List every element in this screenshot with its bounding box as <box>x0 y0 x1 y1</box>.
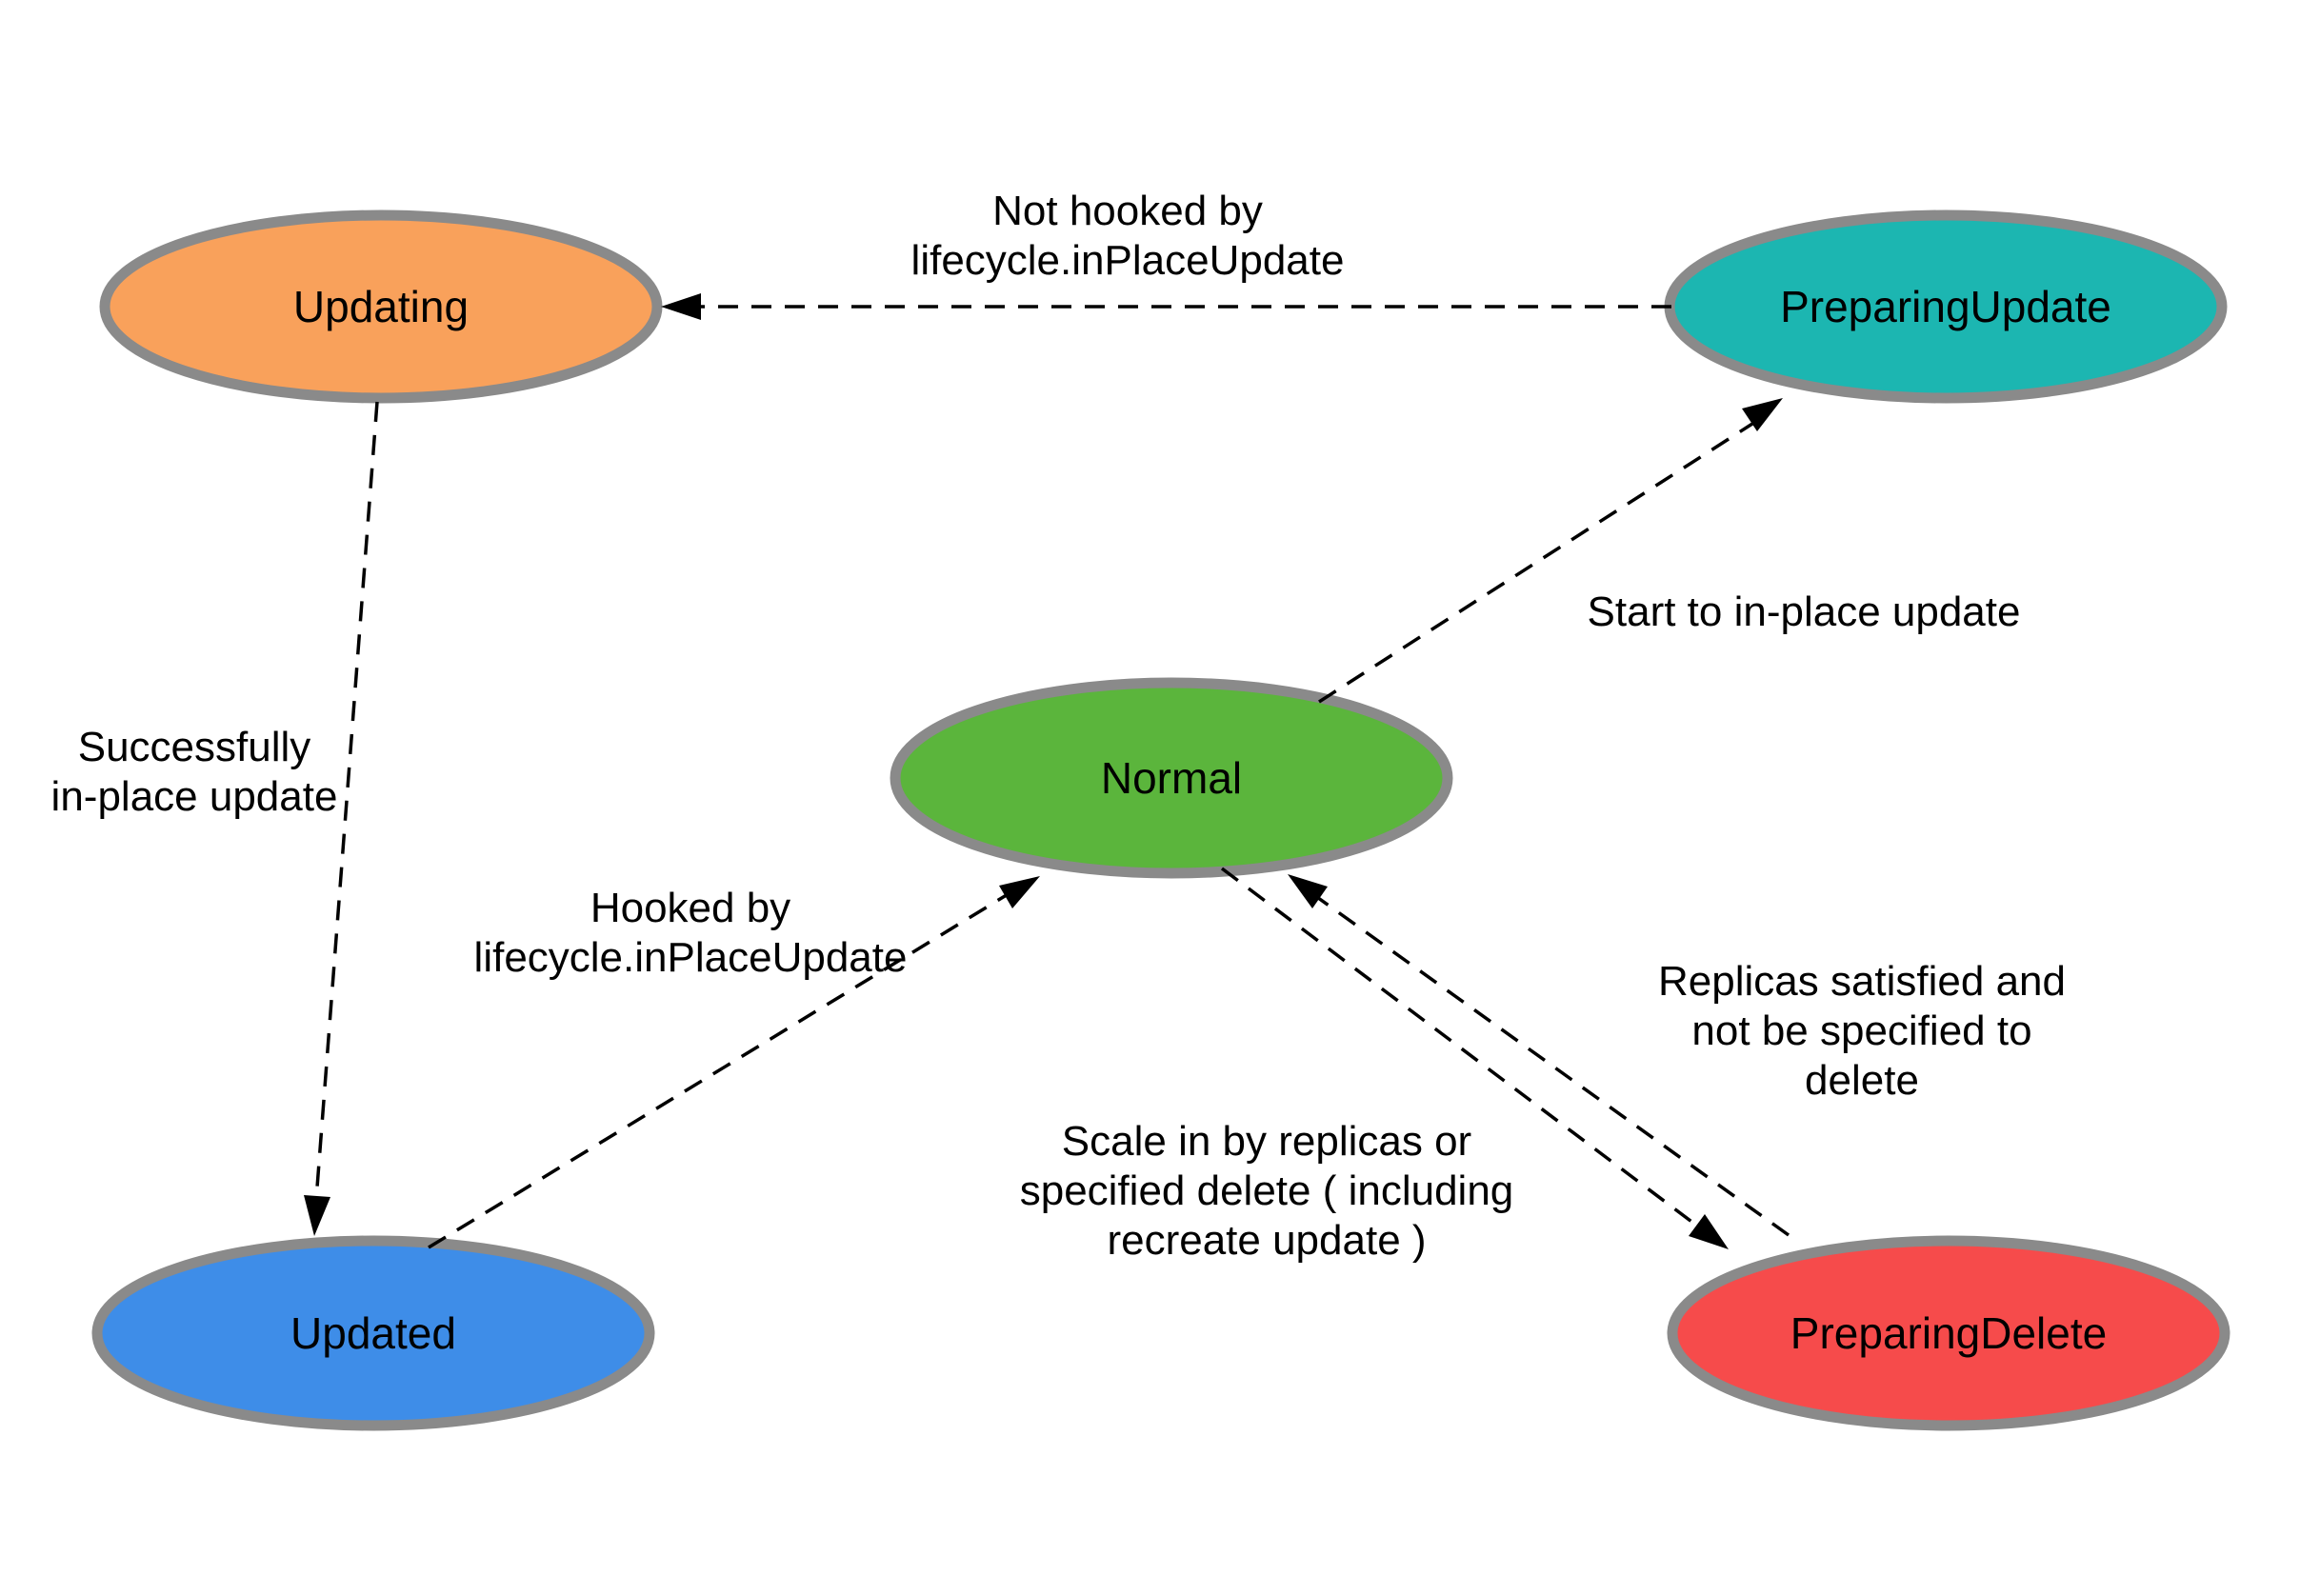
state-label-normal: Normal <box>1101 753 1242 803</box>
edge-label-successfully-in-place-update: Successfully in-place update <box>50 724 338 820</box>
edge-line <box>1220 867 1704 1231</box>
edge-line <box>314 401 379 1201</box>
edge-label-start-in-place-update: Start to in-place update <box>1587 589 2021 635</box>
state-label-updated: Updated <box>290 1308 456 1358</box>
arrowhead-down-icon <box>304 1195 330 1236</box>
arrowhead-up-left-icon <box>1288 874 1328 908</box>
state-ellipse-updating <box>99 209 663 404</box>
state-node-preparing-update: PreparingUpdate <box>1664 209 2228 404</box>
state-label-updating: Updating <box>293 282 469 331</box>
arrowhead-left-icon <box>661 293 701 320</box>
edge-label-not-hooked: Not hooked by lifecycle.inPlaceUpdate <box>910 188 1345 284</box>
edge-preparing-delete-to-normal <box>1288 874 1790 1237</box>
arrowhead-up-right-icon <box>999 876 1040 908</box>
state-ellipse-updated <box>91 1235 655 1431</box>
edge-updated-to-normal <box>428 876 1040 1249</box>
edge-line <box>428 891 1010 1249</box>
state-node-updating: Updating <box>99 209 663 404</box>
edge-label-replicas-satisfied: Replicas satisfied and not be specified … <box>1657 958 2066 1104</box>
edge-normal-to-preparing-delete <box>1220 867 1729 1249</box>
edge-label-scale-in: Scale in by replicas or specified delete… <box>1019 1118 1514 1264</box>
arrowhead-up-right-icon <box>1742 398 1783 431</box>
edge-normal-to-preparing-update <box>1318 398 1783 704</box>
state-node-updated: Updated <box>91 1235 655 1431</box>
state-ellipse-normal <box>890 677 1453 879</box>
edge-updating-to-updated <box>304 401 379 1236</box>
state-label-preparing-delete: PreparingDelete <box>1790 1308 2107 1358</box>
edge-label-hooked-by-lifecycle: Hooked by lifecycle.inPlaceUpdate <box>473 885 908 981</box>
edge-line <box>1318 422 1753 704</box>
state-node-normal: Normal <box>890 677 1453 879</box>
edge-preparing-update-to-updating <box>661 293 1671 320</box>
state-label-preparing-update: PreparingUpdate <box>1780 282 2111 331</box>
arrowhead-down-right-icon <box>1689 1214 1729 1249</box>
state-ellipse-preparing-delete <box>1667 1235 2230 1431</box>
state-node-preparing-delete: PreparingDelete <box>1667 1235 2230 1431</box>
edge-line <box>1312 893 1790 1237</box>
